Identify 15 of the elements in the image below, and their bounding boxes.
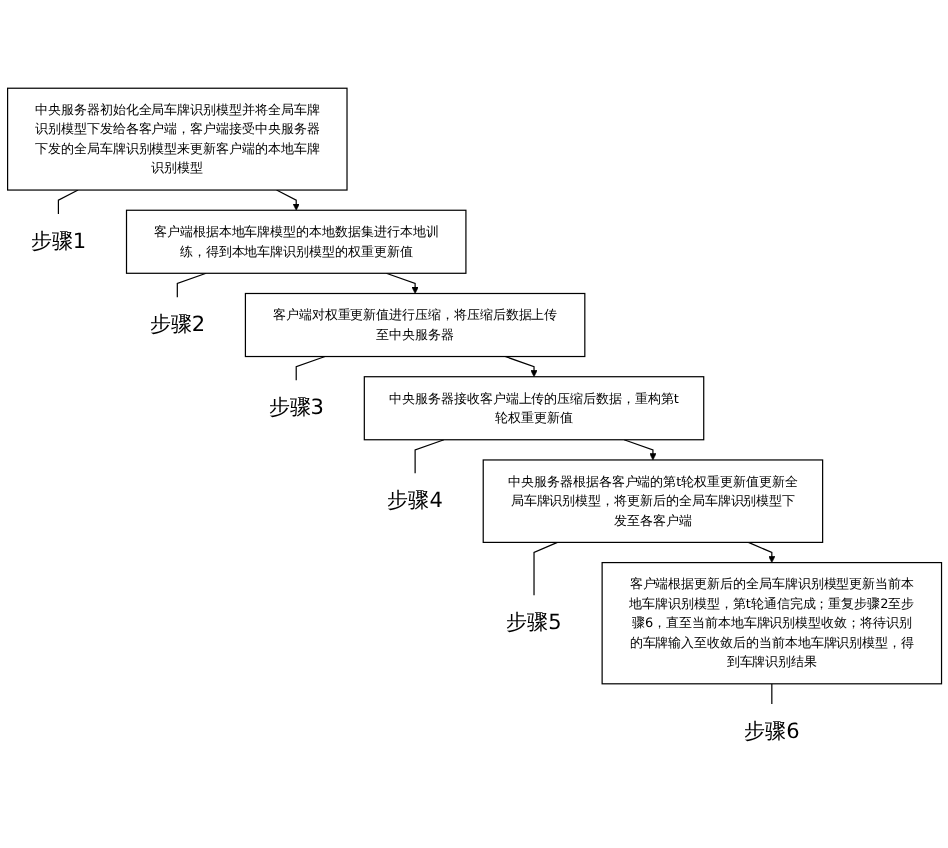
arrow (747, 541, 776, 563)
connector (533, 541, 559, 596)
connector (771, 683, 773, 705)
arrow (275, 189, 300, 211)
node-text: 步骤1 (30, 229, 87, 254)
arrow (504, 355, 538, 378)
connector (295, 355, 326, 381)
node-text: 步骤2 (149, 312, 206, 337)
arrow (623, 439, 657, 461)
node-text: 步骤4 (387, 488, 443, 513)
node-text: 步骤6 (744, 719, 800, 744)
arrow (385, 272, 419, 294)
node-text: 步骤3 (268, 395, 324, 420)
connector (176, 272, 207, 298)
node-text: 步骤5 (506, 610, 562, 635)
